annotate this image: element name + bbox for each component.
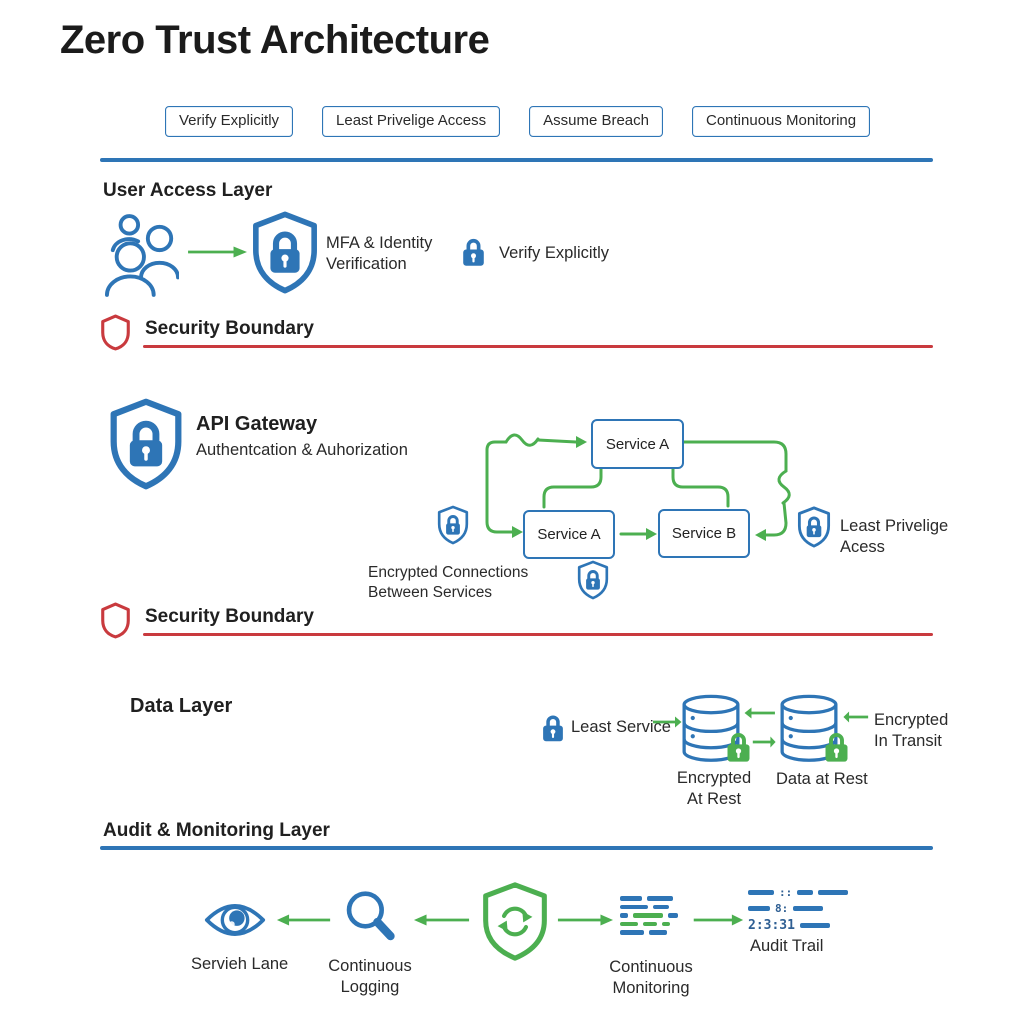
least-privilege-label-line1: Least Privelige — [840, 517, 949, 535]
audit-layer-heading: Audit & Monitoring Layer — [103, 820, 330, 841]
shield-to-logging-arrow-icon — [413, 913, 471, 927]
encrypted-connections-label: Encrypted Connections Between Services — [368, 563, 540, 604]
eye-icon — [204, 898, 266, 942]
shield-to-monitoring-arrow-icon — [556, 913, 614, 927]
in-transit-line2: In Transit — [874, 732, 942, 751]
least-privilege-label-line2: Acess — [840, 538, 885, 557]
security-boundary-shield-icon-2 — [100, 602, 131, 639]
mfa-shield-lock-icon — [249, 211, 321, 294]
encrypted-in-transit-label: Encrypted In Transit — [874, 710, 948, 753]
least-service-label: Least Service — [571, 718, 671, 736]
eye-label: Servieh Lane — [191, 955, 289, 973]
audit-trail-label: Audit Trail — [750, 937, 824, 955]
page-title: Zero Trust Architecture — [60, 18, 490, 62]
principles-row: Verify Explicitly Least Privelige Access… — [165, 106, 871, 137]
continuous-monitoring-line2: Monitoring — [612, 979, 690, 998]
audit-glyph-3: 2:3:31 — [748, 918, 795, 933]
verify-explicitly-label: Verify Explicitly — [499, 244, 610, 262]
audit-trail-icon: :: 8: 2:3:31 — [748, 887, 862, 932]
database-2-lock-icon — [823, 731, 850, 764]
security-boundary-2-line — [143, 633, 933, 636]
users-icon — [105, 213, 179, 297]
service-a-top-box: Service A — [591, 419, 684, 469]
db-to-db-left-arrow-icon — [744, 706, 776, 720]
api-gateway-subtitle: Authentcation & Auhorization — [196, 441, 408, 459]
continuous-logging-label: Continuous Logging — [322, 956, 418, 999]
continuous-logging-line2: Logging — [340, 978, 400, 997]
data-layer-heading: Data Layer — [130, 695, 233, 717]
log-lines-icon — [620, 896, 680, 935]
audit-divider — [100, 846, 933, 850]
in-transit-line1: Encrypted — [874, 711, 949, 729]
database-1-lock-icon — [725, 731, 752, 764]
user-access-heading: User Access Layer — [103, 180, 273, 201]
security-boundary-2-label: Security Boundary — [145, 606, 314, 627]
api-gateway-shield-lock-icon — [106, 398, 186, 490]
service-connections — [485, 433, 791, 541]
verify-lock-icon — [461, 237, 486, 268]
security-boundary-1-label: Security Boundary — [145, 318, 314, 339]
continuous-logging-line1: Continuous — [328, 957, 412, 975]
mfa-label-line2: Verification — [326, 255, 407, 274]
mfa-label: MFA & Identity Verification — [326, 233, 432, 276]
least-service-arrow-icon — [652, 715, 682, 729]
continuous-monitoring-label: Continuous Monitoring — [603, 957, 699, 1000]
principle-least-privilege-access: Least Privelige Access — [322, 106, 501, 137]
top-divider — [100, 158, 933, 162]
audit-glyph-1: :: — [779, 886, 793, 899]
service-b-box: Service B — [658, 509, 750, 558]
encrypted-connections-line2: Between Services — [368, 584, 493, 602]
encrypted-at-rest-line2: At Rest — [686, 790, 742, 809]
principle-verify-explicitly: Verify Explicitly — [165, 106, 294, 137]
continuous-monitoring-line1: Continuous — [609, 958, 693, 976]
encrypted-at-rest-line1: Encrypted — [676, 769, 752, 787]
encrypted-connections-line1: Encrypted Connections — [368, 564, 529, 581]
data-lock-icon — [541, 713, 565, 744]
least-privilege-label: Least Privelige Acess — [840, 516, 948, 559]
security-boundary-shield-icon — [100, 314, 131, 351]
security-boundary-1-line — [143, 345, 933, 348]
data-at-rest-label: Data at Rest — [776, 770, 868, 788]
audit-glyph-2: 8: — [775, 902, 789, 915]
shield-refresh-icon — [482, 882, 548, 961]
users-to-mfa-arrow-icon — [186, 245, 248, 259]
mfa-label-line1: MFA & Identity — [326, 234, 433, 252]
in-transit-arrow-icon — [843, 710, 869, 724]
principle-assume-breach: Assume Breach — [529, 106, 663, 137]
magnifier-icon — [343, 888, 397, 945]
db-to-db-right-arrow-icon — [752, 735, 776, 749]
service-a-bottom-box: Service A — [523, 510, 615, 559]
monitoring-to-audit-arrow-icon — [692, 913, 744, 927]
principle-continuous-monitoring: Continuous Monitoring — [692, 106, 871, 137]
api-gateway-title: API Gateway — [196, 413, 318, 435]
logging-to-eye-arrow-icon — [276, 913, 332, 927]
encrypted-at-rest-label: Encrypted At Rest — [662, 768, 766, 811]
